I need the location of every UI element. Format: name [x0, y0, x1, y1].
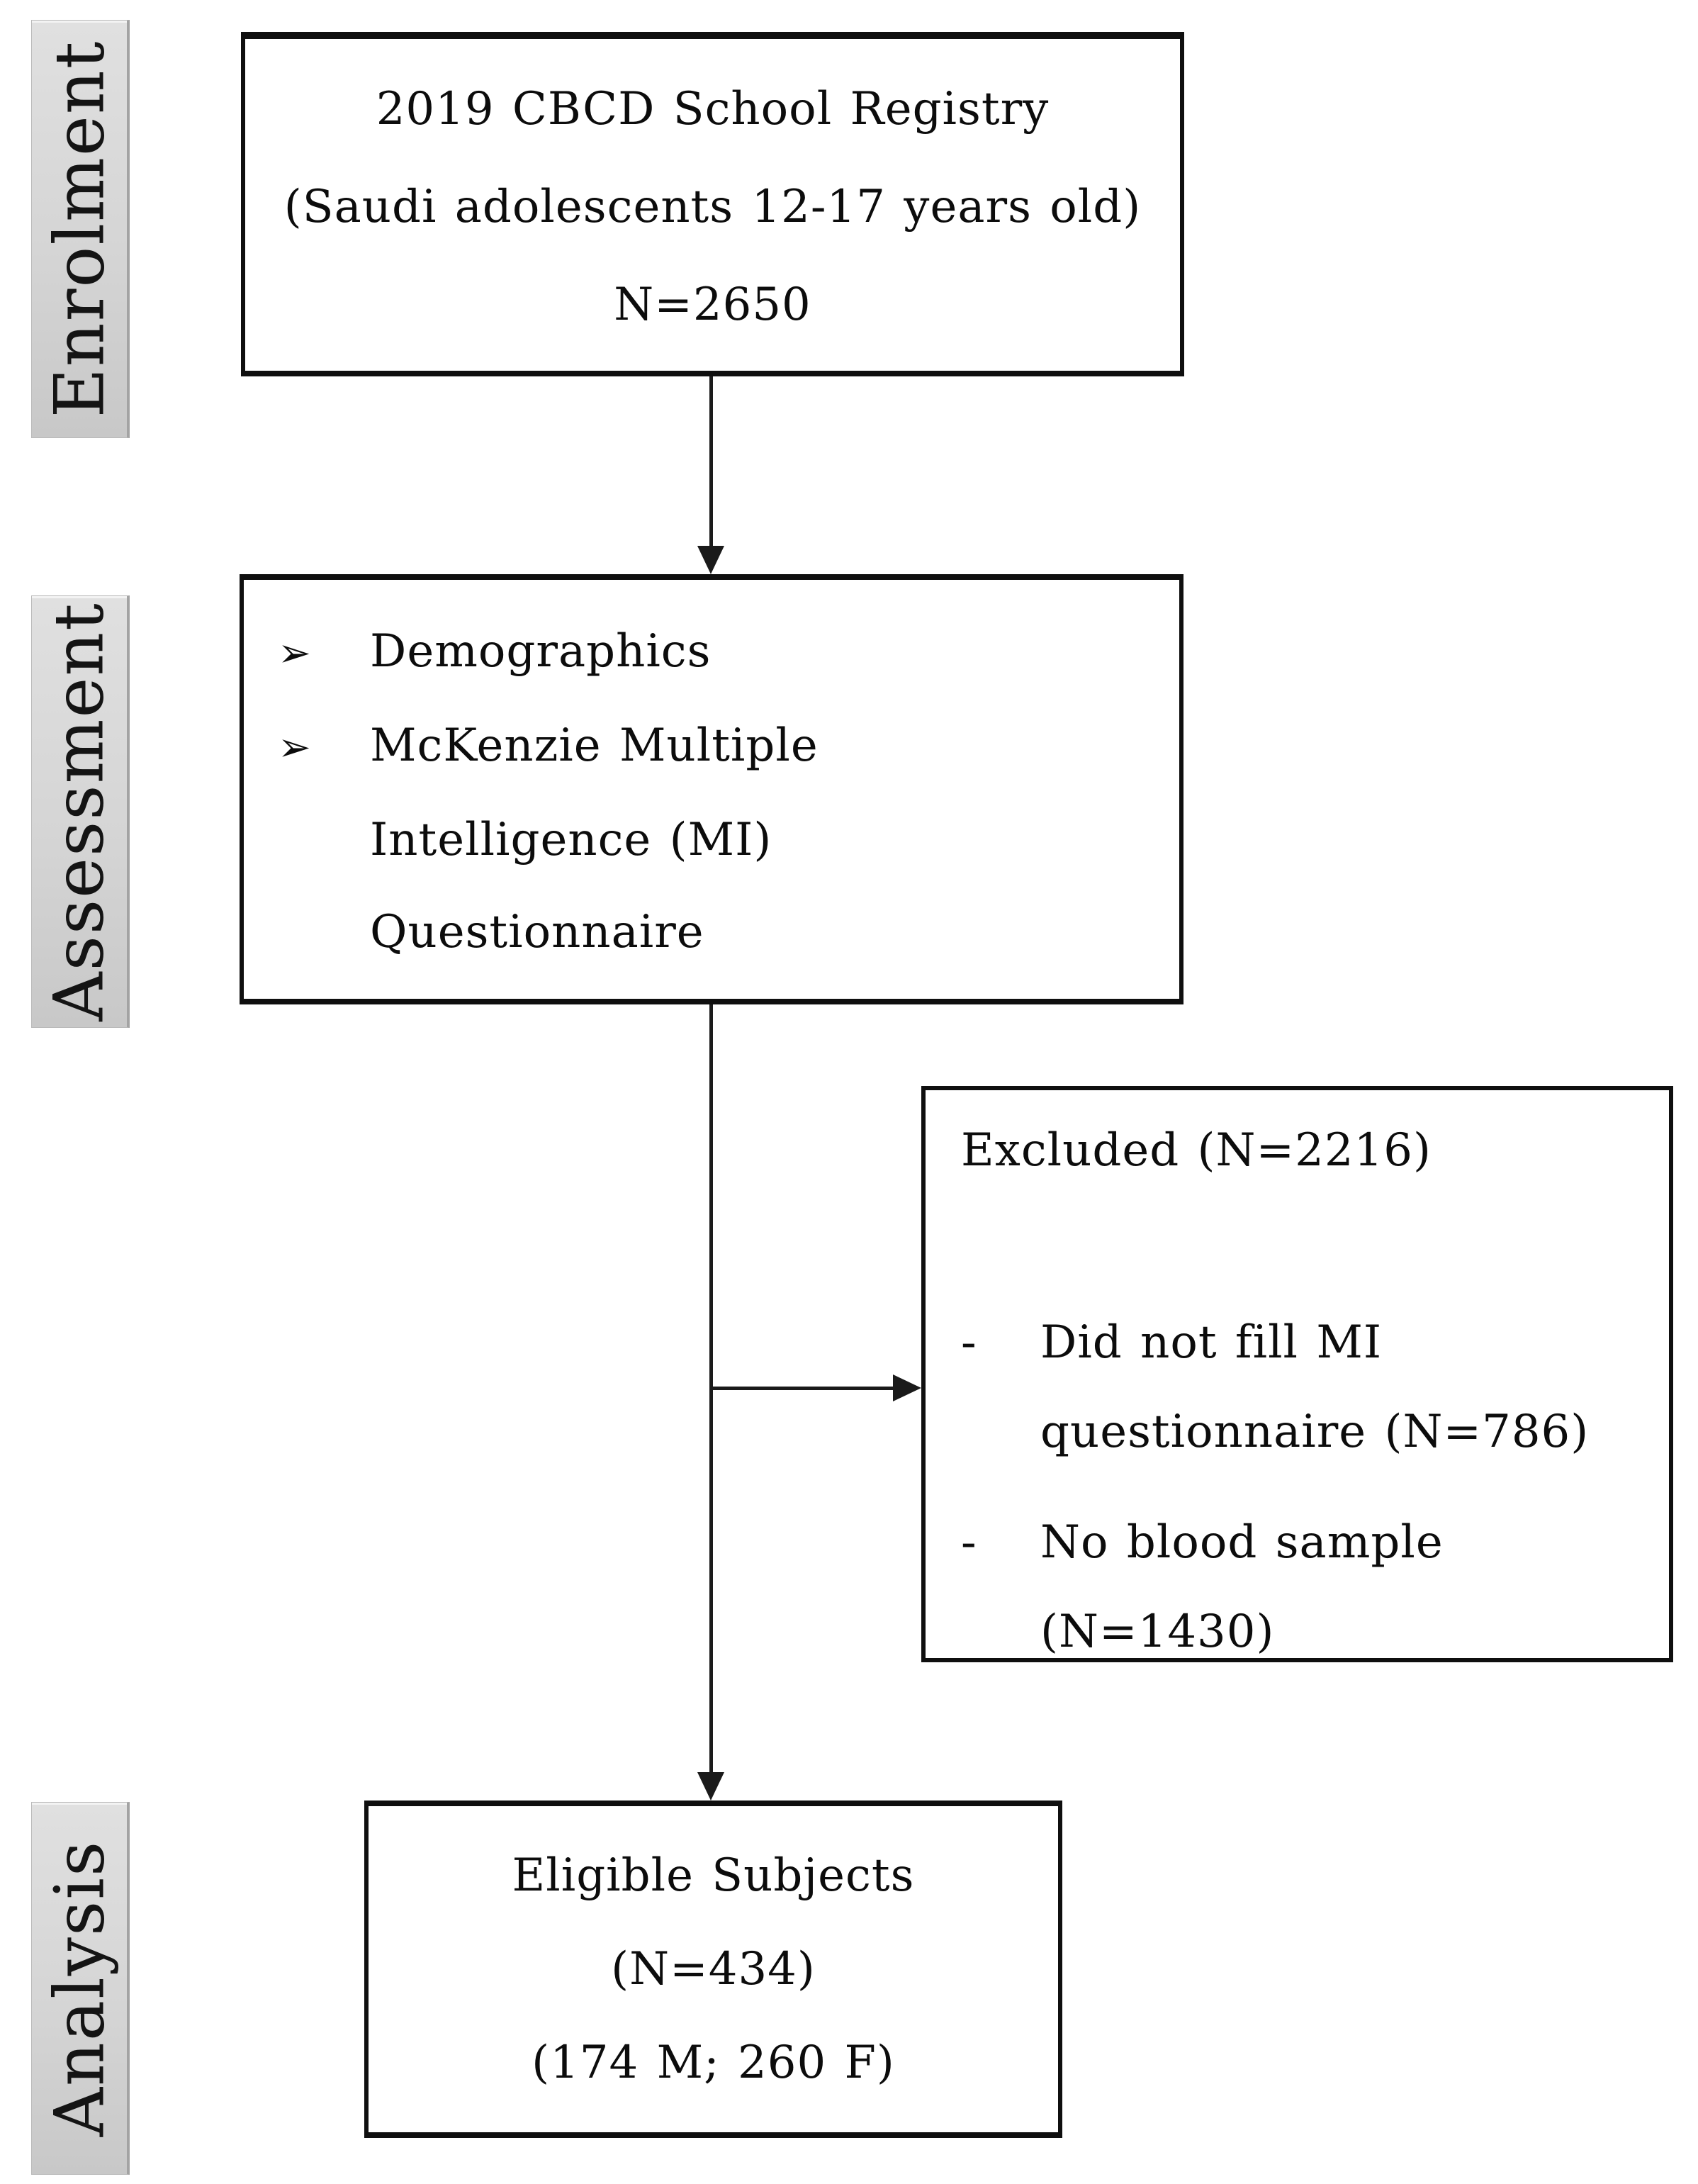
stage-bar-analysis: Analysis — [31, 1802, 130, 2175]
excluded-item-2-line-1: No blood sample — [1040, 1516, 1444, 1569]
assessment-item-2-line-3: Questionnaire — [370, 906, 704, 958]
assessment-item-2-continuation: Questionnaire — [278, 886, 1158, 978]
bullet-arrow-icon: ➢ — [278, 724, 312, 771]
excluded-item-2-line-2: (N=1430) — [1040, 1606, 1275, 1658]
stage-bar-assessment: Assessment — [31, 595, 130, 1028]
excluded-item-1: - Did not fill MI — [961, 1298, 1648, 1387]
eligible-line-1: Eligible Subjects — [512, 1849, 915, 1902]
assessment-item-1: ➢ Demographics — [278, 605, 1158, 700]
arrowhead-down-icon — [697, 1772, 724, 1801]
excluded-item-2: - No blood sample — [961, 1498, 1648, 1587]
registry-line-2: (Saudi adolescents 12-17 years old) — [283, 181, 1142, 233]
eligible-line-3: (174 M; 260 F) — [532, 2037, 895, 2089]
stage-label-assessment: Assessment — [40, 602, 120, 1021]
registry-line-3: N=2650 — [614, 279, 811, 331]
excluded-box: Excluded (N=2216) - Did not fill MI ques… — [921, 1086, 1673, 1662]
dash-bullet: - — [961, 1516, 977, 1569]
stage-bar-enrolment: Enrolment — [31, 20, 130, 438]
arrowhead-down-icon — [697, 546, 724, 574]
assessment-item-2-continuation: Intelligence (MI) — [278, 794, 1158, 886]
assessment-item-1-line-1: Demographics — [370, 625, 712, 678]
stage-label-enrolment: Enrolment — [40, 40, 120, 418]
dash-bullet: - — [961, 1316, 977, 1369]
arrowhead-right-icon — [893, 1374, 921, 1401]
assessment-item-2: ➢ McKenzie Multiple — [278, 700, 1158, 794]
connector-branch-to-excluded — [711, 1387, 895, 1390]
assessment-item-2-line-2: Intelligence (MI) — [370, 814, 772, 866]
excluded-item-1-continuation: questionnaire (N=786) — [961, 1387, 1648, 1477]
assessment-box: ➢ Demographics ➢ McKenzie Multiple Intel… — [240, 574, 1183, 1004]
assessment-item-2-line-1: McKenzie Multiple — [370, 719, 819, 772]
excluded-item-2-continuation: (N=1430) — [961, 1587, 1648, 1676]
excluded-item-1-line-2: questionnaire (N=786) — [1040, 1406, 1590, 1458]
excluded-item-1-line-1: Did not fill MI — [1040, 1316, 1383, 1369]
registry-box: 2019 CBCD School Registry (Saudi adolesc… — [241, 32, 1184, 376]
bullet-arrow-icon: ➢ — [278, 630, 312, 676]
stage-label-analysis: Analysis — [40, 1839, 119, 2137]
eligible-box: Eligible Subjects (N=434) (174 M; 260 F) — [364, 1801, 1062, 2138]
registry-line-1: 2019 CBCD School Registry — [376, 83, 1050, 135]
eligible-line-2: (N=434) — [611, 1943, 816, 1995]
excluded-title: Excluded (N=2216) — [961, 1124, 1432, 1177]
connector-registry-to-assessment — [709, 376, 713, 547]
